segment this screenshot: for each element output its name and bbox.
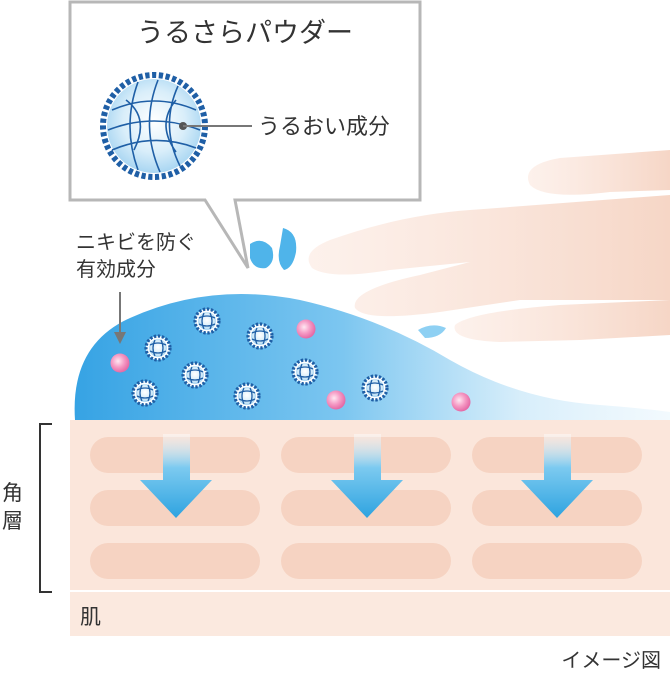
acne-particle	[110, 353, 130, 373]
penetration-arrows	[140, 434, 593, 518]
hand-shape	[308, 150, 670, 342]
acne-particle	[326, 390, 346, 410]
acne-particles	[110, 319, 471, 412]
powder-bead	[131, 379, 159, 407]
down-arrow	[521, 434, 593, 518]
powder-particle-large	[100, 72, 208, 180]
powder-bead	[233, 382, 261, 410]
layer-bracket	[39, 423, 52, 593]
powder-bead	[181, 361, 209, 389]
callout-box	[68, 0, 422, 269]
callout-title: うるさらパウダー	[137, 18, 353, 49]
acne-particle	[296, 319, 316, 339]
powder-bead	[246, 322, 274, 350]
moisture-label: うるおい成分	[258, 115, 390, 140]
moisture-pointer	[179, 122, 252, 130]
droplets	[250, 228, 446, 338]
acne-label-line2: 有効成分	[76, 257, 156, 281]
layer-label-line1: 角	[2, 481, 23, 505]
image-caption: イメージ図	[561, 648, 661, 672]
acne-particle	[451, 392, 471, 412]
skin-label: 肌	[80, 605, 101, 629]
powder-bead	[193, 307, 221, 335]
powder-bead	[361, 374, 389, 402]
layer-label-line2: 層	[2, 509, 23, 533]
down-arrow	[140, 434, 212, 518]
gel-blob	[74, 294, 670, 420]
acne-pointer	[114, 292, 126, 344]
powder-bead	[291, 358, 319, 386]
acne-label-line1: ニキビを防ぐ	[76, 230, 196, 254]
down-arrow	[331, 434, 403, 518]
powder-bead	[144, 334, 172, 362]
